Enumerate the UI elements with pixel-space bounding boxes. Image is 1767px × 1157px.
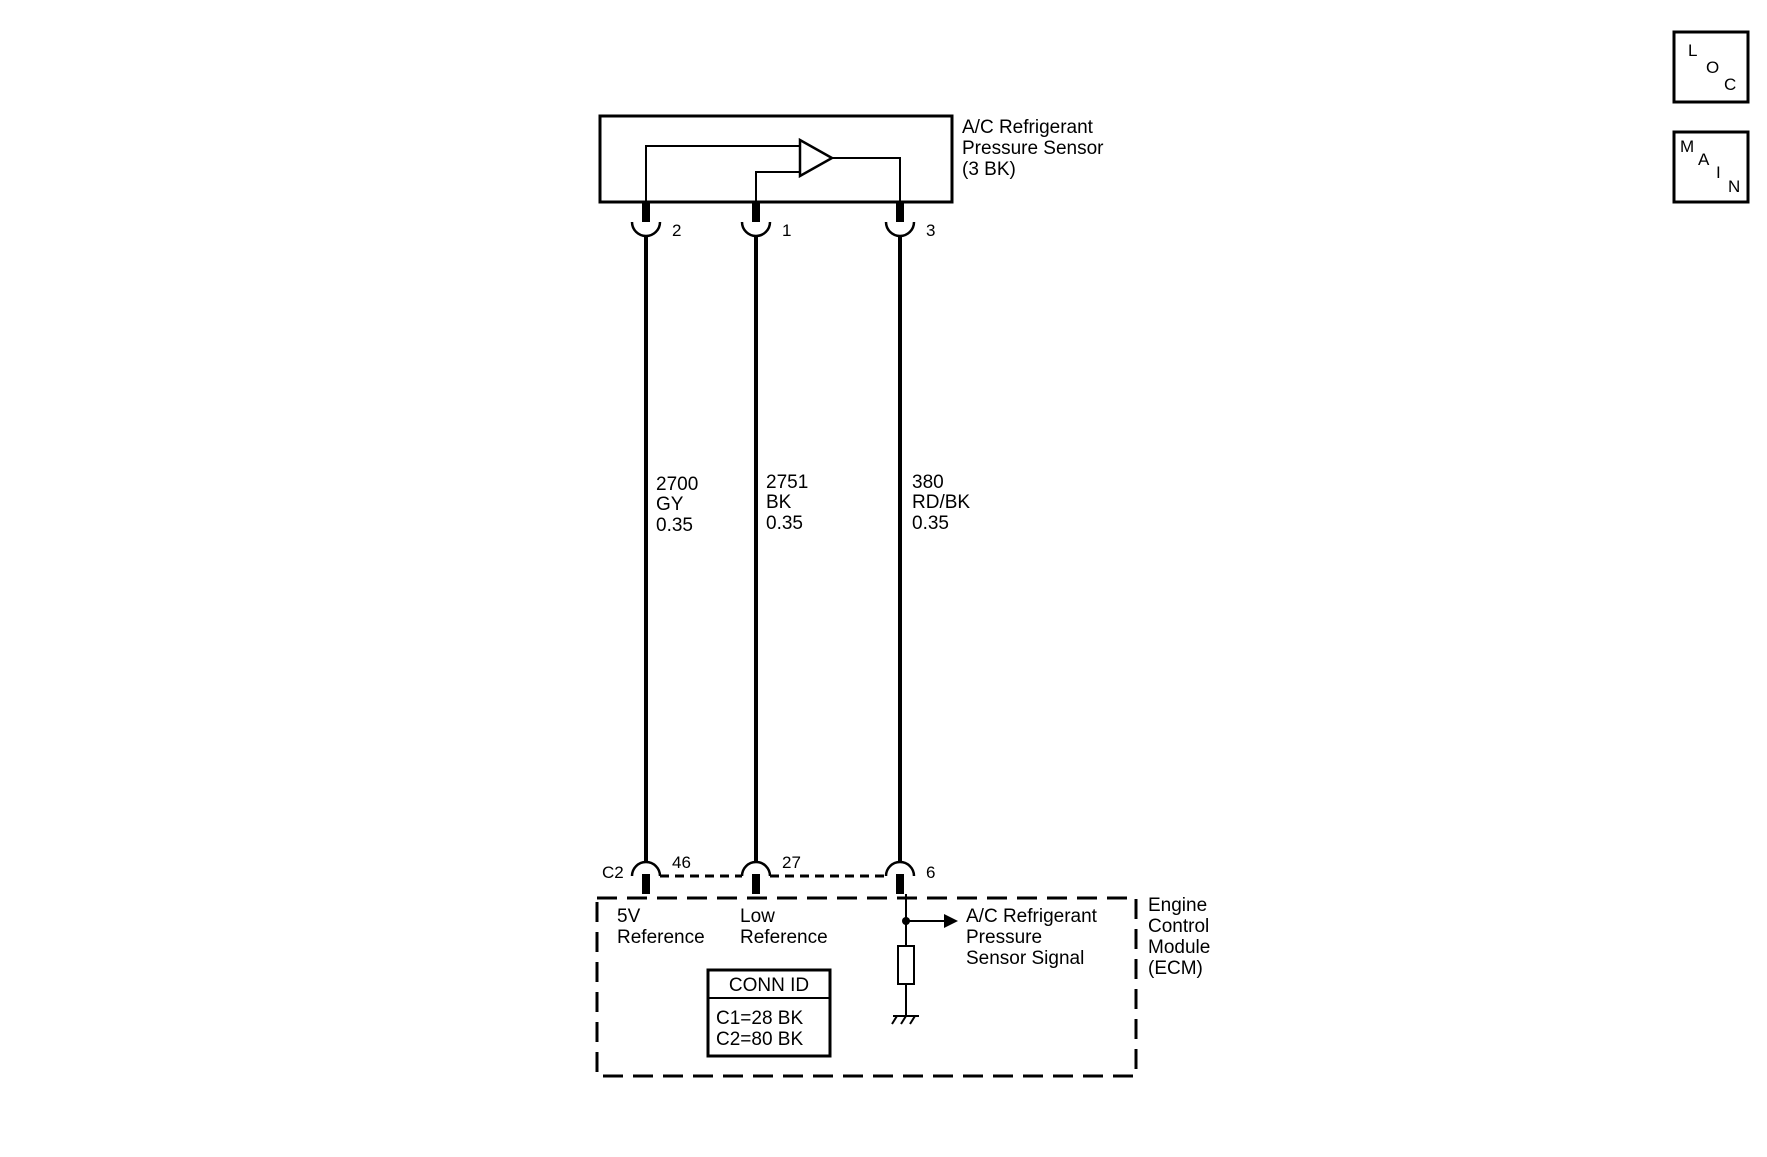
ecm-connector-label: C2 (602, 863, 624, 882)
signal-label-line-1: A/C Refrigerant (966, 906, 1098, 927)
main-letter-n: N (1728, 177, 1740, 196)
loc-letter-o: O (1706, 58, 1719, 77)
sensor-label-line-2: Pressure Sensor (962, 138, 1104, 159)
wire-2-circuit: 2751 (766, 472, 808, 493)
signal-label-line-3: Sensor Signal (966, 948, 1084, 969)
conn-id-title: CONN ID (729, 975, 809, 996)
ecm-pin-label-6: 6 (926, 863, 935, 882)
sensor-pin-label-2: 2 (672, 221, 681, 240)
sensor-label-line-3: (3 BK) (962, 159, 1016, 180)
sensor-box (598, 114, 954, 204)
wire-1-gauge: 0.35 (656, 515, 693, 536)
wire-3-gauge: 0.35 (912, 513, 949, 534)
ecm-terminal-46-cup (630, 860, 662, 877)
sensor-terminal-3-cup (884, 221, 916, 238)
sensor-internal-wire-pin3 (830, 157, 901, 202)
wires: 2700 GY 0.35 2751 BK 0.35 380 RD/BK 0.35 (644, 236, 970, 862)
ecm-terminal-27 (752, 874, 760, 894)
ecm-label-line-3: Module (1148, 937, 1210, 958)
sensor-pin-label-3: 3 (926, 221, 935, 240)
conn-id-box (706, 968, 832, 1058)
amplifier-icon (798, 137, 835, 179)
terminal-label-5v-line-2: Reference (617, 927, 705, 948)
ecm-label-line-2: Control (1148, 916, 1209, 937)
conn-id-table: CONN ID C1=28 BK C2=80 BK (706, 968, 832, 1058)
sensor-label-line-1: A/C Refrigerant (962, 117, 1094, 138)
loc-letter-c: C (1724, 75, 1736, 94)
ecm-label-line-4: (ECM) (1148, 958, 1203, 979)
ecm-pin-label-46: 46 (672, 853, 691, 872)
loc-letter-l: L (1688, 41, 1697, 60)
pull-down-resistor (897, 945, 915, 985)
engine-control-module: Engine Control Module (ECM) 5V Reference… (595, 894, 1210, 1078)
sensor-connector: 2 1 3 (630, 202, 935, 240)
ecm-terminal-27-cup (740, 860, 772, 877)
ground-icon (891, 1015, 919, 1025)
main-letter-a: A (1698, 150, 1710, 169)
sensor-terminal-1-cup (740, 221, 772, 238)
wire-1-circuit: 2700 (656, 474, 698, 495)
terminal-label-5v-line-1: 5V (617, 906, 641, 927)
sensor-internal-wire-pin1 (755, 171, 800, 202)
loc-button[interactable]: L O C (1672, 30, 1750, 104)
wire-3-color: RD/BK (912, 492, 970, 513)
ecm-terminal-46 (642, 874, 650, 894)
ecm-terminal-6-cup (884, 860, 916, 877)
ecm-label-line-1: Engine (1148, 895, 1207, 916)
sensor-terminal-3 (896, 202, 904, 222)
main-letter-i: I (1716, 163, 1721, 182)
main-button[interactable]: M A I N (1672, 130, 1750, 204)
sensor-internal-wire-pin2 (645, 145, 800, 202)
wire-2-gauge: 0.35 (766, 513, 803, 534)
signal-label-line-2: Pressure (966, 927, 1042, 948)
ecm-terminal-6 (896, 874, 904, 894)
ecm-connector-c2: C2 46 27 6 (602, 853, 935, 894)
ecm-pin-label-27: 27 (782, 853, 801, 872)
conn-id-row-2: C2=80 BK (716, 1029, 803, 1050)
sensor-terminal-2-cup (630, 221, 662, 238)
sensor-pin-label-1: 1 (782, 221, 791, 240)
signal-arrow-icon (944, 914, 958, 928)
terminal-label-low-line-1: Low (740, 906, 775, 927)
sensor-terminal-2 (642, 202, 650, 222)
ac-refrigerant-pressure-sensor: A/C Refrigerant Pressure Sensor (3 BK) (598, 114, 1104, 204)
wire-1-color: GY (656, 494, 684, 515)
wire-2-color: BK (766, 492, 792, 513)
terminal-label-low-line-2: Reference (740, 927, 828, 948)
main-letter-m: M (1680, 137, 1694, 156)
conn-id-row-1: C1=28 BK (716, 1008, 803, 1029)
wire-3-circuit: 380 (912, 472, 944, 493)
sensor-terminal-1 (752, 202, 760, 222)
